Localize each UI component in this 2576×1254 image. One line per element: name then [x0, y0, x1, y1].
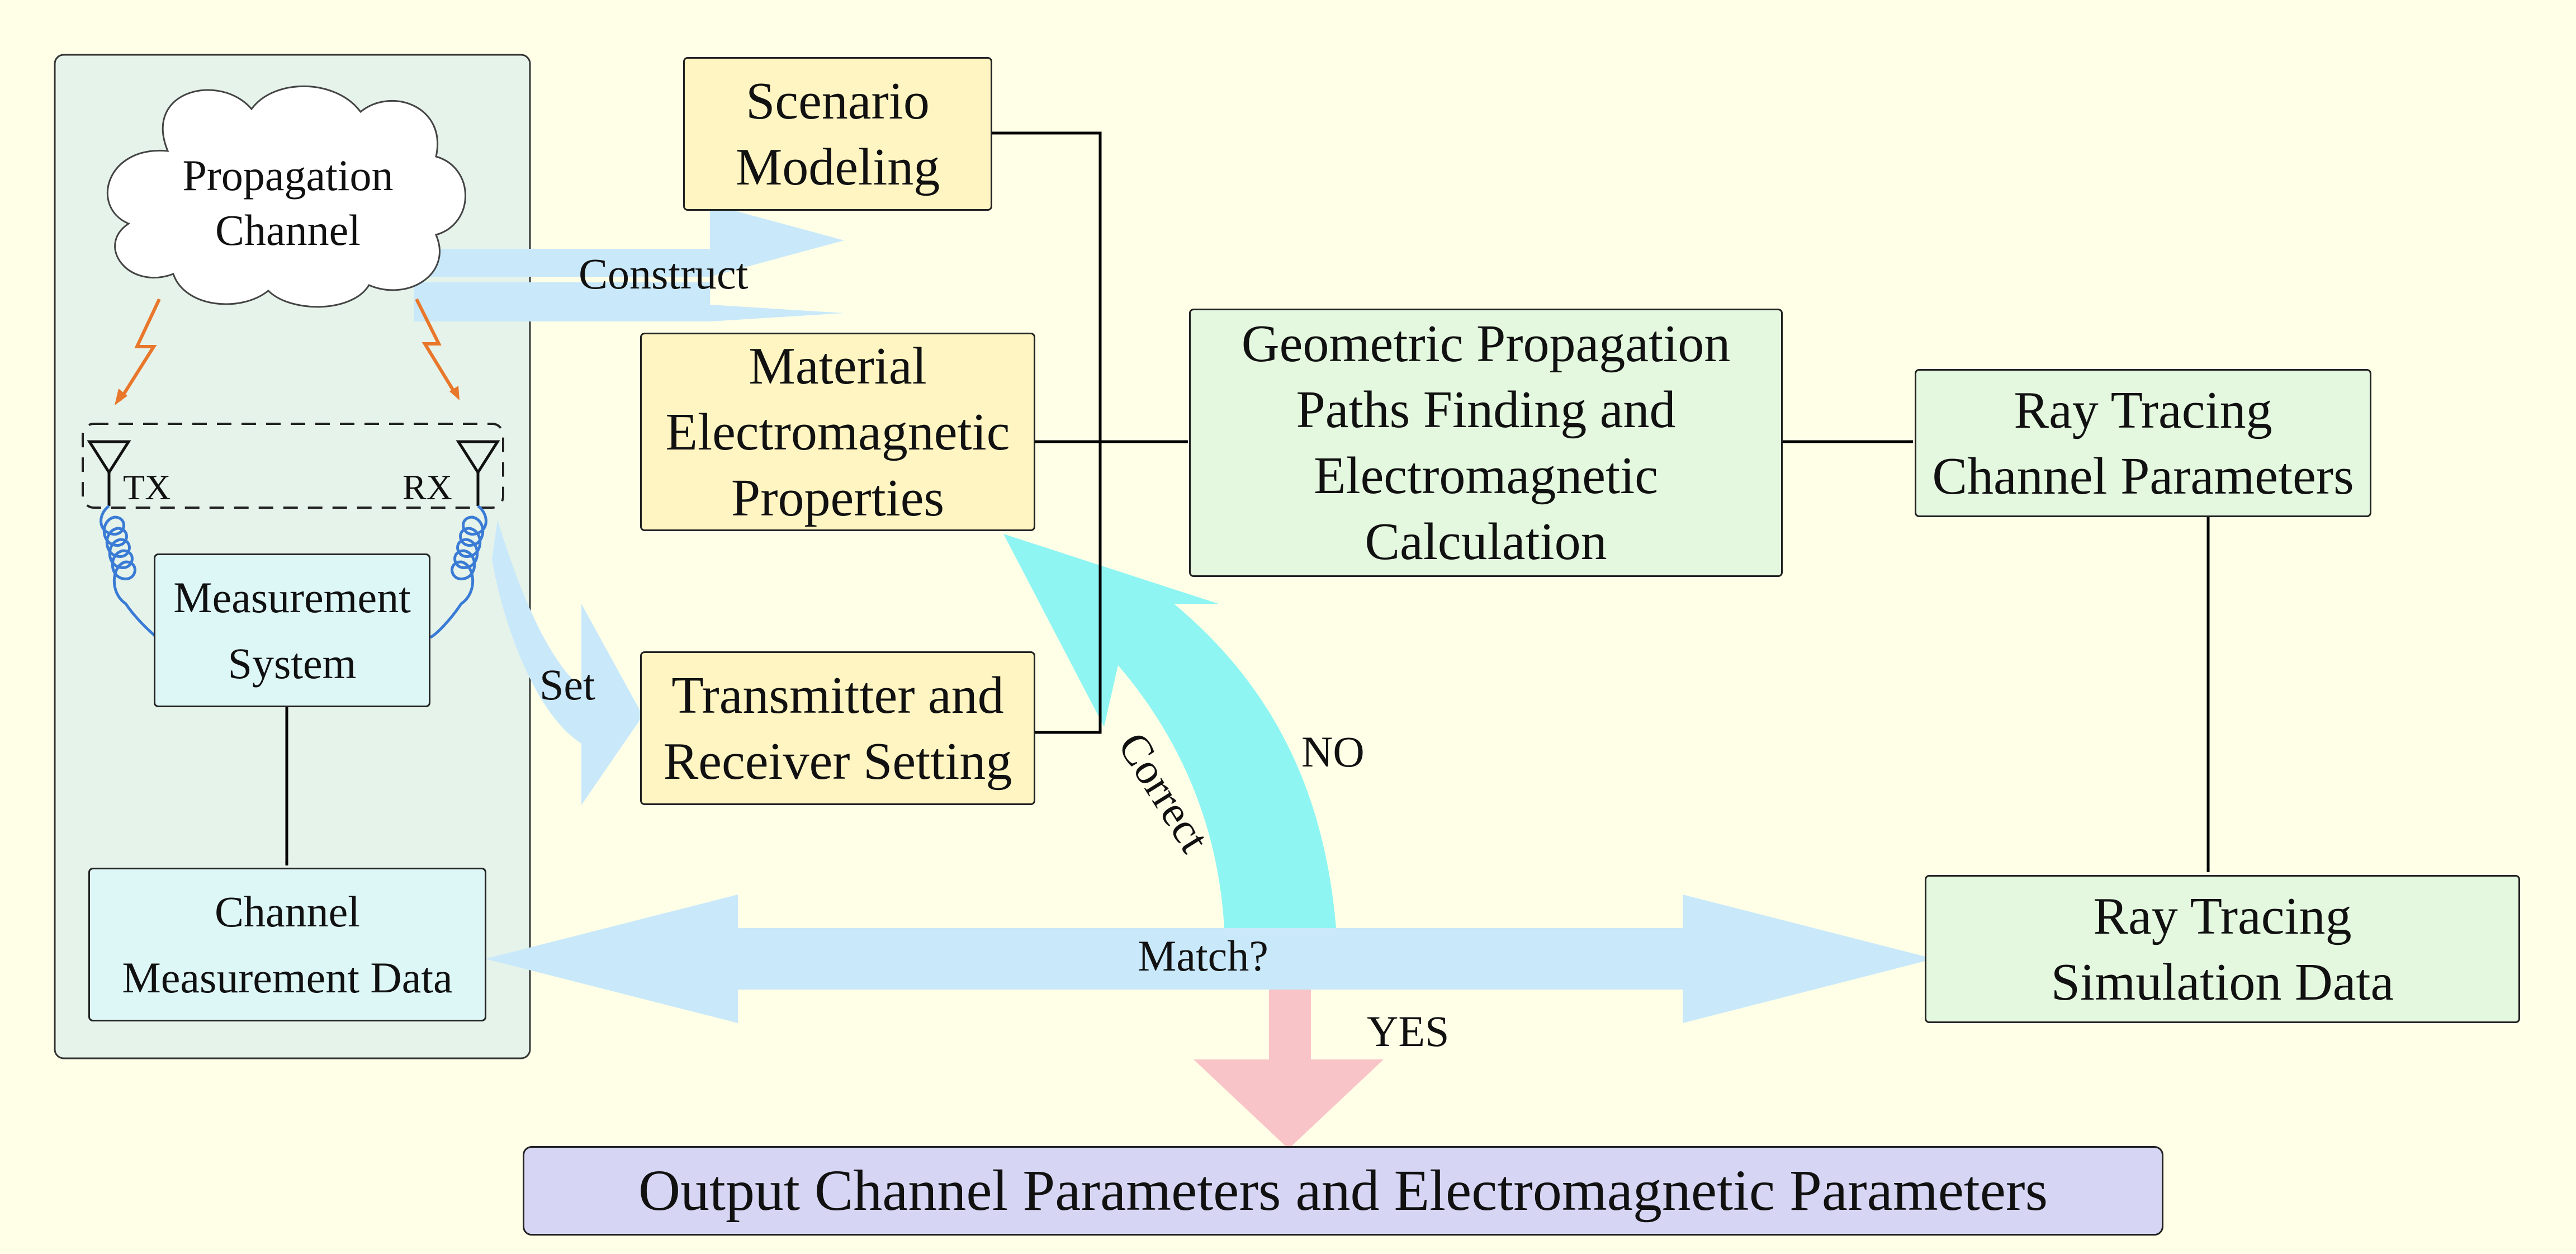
antenna-cable — [100, 505, 487, 639]
antenna-group — [82, 423, 504, 509]
construct-arrows — [414, 204, 844, 321]
lightning-icon — [119, 298, 457, 401]
propagation-channel-cloud — [107, 85, 466, 308]
antenna-icon — [87, 440, 500, 506]
match-double-arrow — [485, 895, 1934, 1023]
set-arrow — [492, 520, 643, 805]
correct-arrow — [1003, 534, 1336, 928]
connector-lines — [285, 131, 2210, 873]
yes-arrow — [1194, 990, 1384, 1149]
